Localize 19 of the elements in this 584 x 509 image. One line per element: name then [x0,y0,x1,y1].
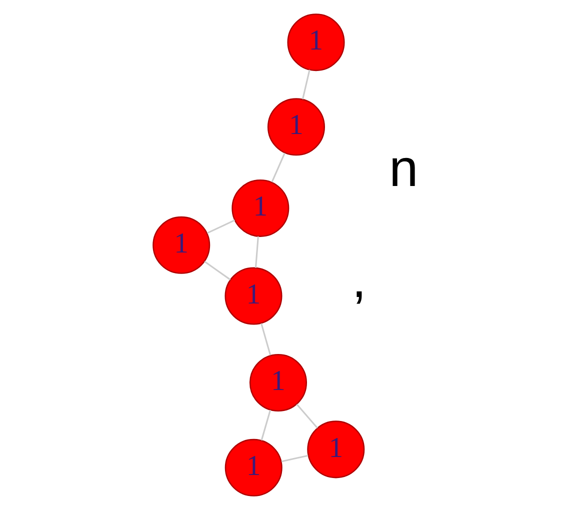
connector [254,236,258,268]
node-circle: 1 [286,13,344,71]
node-circle: 1 [306,420,364,478]
connector [301,69,310,99]
node-circle: 1 [152,216,210,274]
connector [260,322,271,355]
node-circle: 1 [266,98,324,156]
node-circle: 1 [224,266,282,324]
connector [280,454,308,462]
label: , [351,250,366,309]
node-circle: 1 [224,438,282,496]
node-circle: 1 [231,178,289,236]
connector [270,152,285,182]
connector [260,409,271,440]
node-circle: 1 [248,353,306,411]
label: n [388,139,418,198]
connector [206,219,235,234]
connector [296,403,318,428]
connector [204,260,230,280]
